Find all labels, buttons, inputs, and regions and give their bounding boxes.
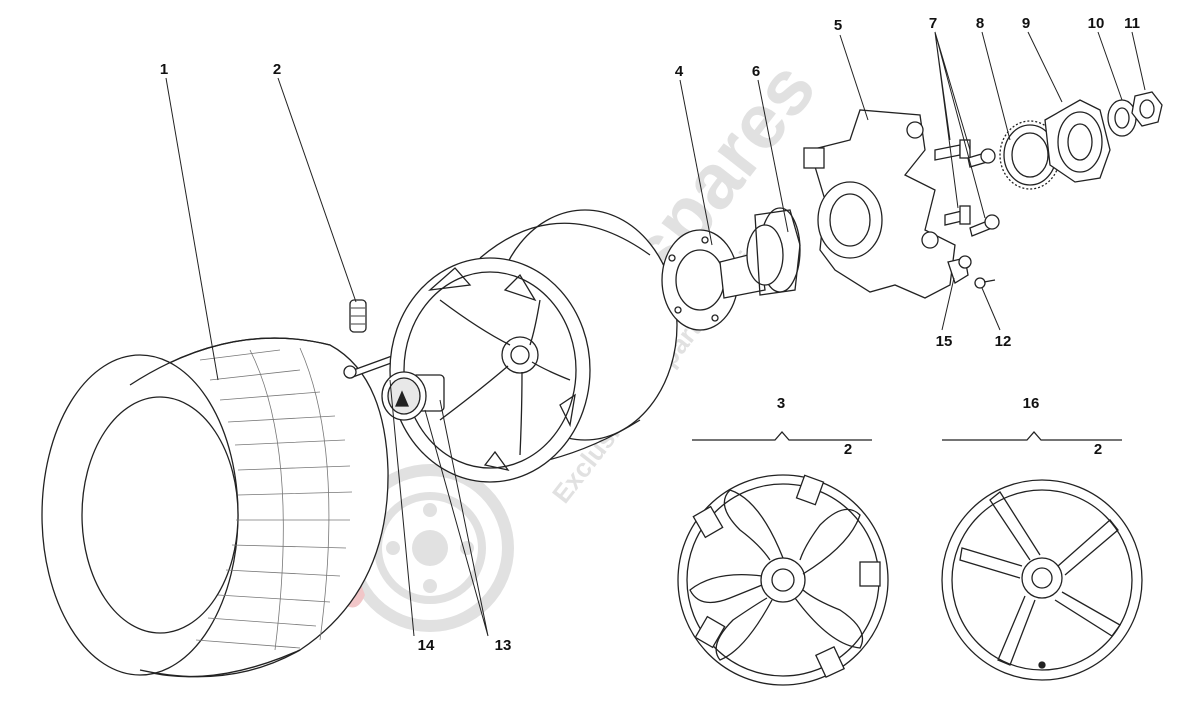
callout-15: 15 xyxy=(935,333,953,350)
part-hub-flange xyxy=(661,229,766,331)
part-upright xyxy=(803,109,956,299)
part-washer xyxy=(1107,99,1137,137)
part-tone-ring xyxy=(999,120,1061,190)
callout-8: 8 xyxy=(975,15,985,32)
callout-9: 9 xyxy=(1021,15,1031,32)
callout-2-variant-16: 2 xyxy=(1093,441,1103,458)
wheel-variant-16 xyxy=(941,431,1143,681)
callout-12: 12 xyxy=(994,333,1012,350)
wheel-variant-3 xyxy=(677,431,889,686)
part-wheel-rim xyxy=(389,209,678,483)
callout-11: 11 xyxy=(1124,15,1140,32)
callout-1: 1 xyxy=(159,61,169,78)
part-bolts xyxy=(934,139,1000,237)
part-tyre xyxy=(41,337,389,678)
callout-5: 5 xyxy=(833,17,843,34)
leader-lines xyxy=(165,31,1146,637)
callout-16: 16 xyxy=(1022,395,1040,412)
part-wheel-bolt xyxy=(343,299,395,379)
callout-13: 13 xyxy=(494,637,512,654)
callout-14: 14 xyxy=(417,637,435,654)
callout-2: 2 xyxy=(272,61,282,78)
part-speed-sensor xyxy=(947,255,972,284)
callout-2-variant-3: 2 xyxy=(843,441,853,458)
callout-10: 10 xyxy=(1087,15,1105,32)
part-nut xyxy=(1131,91,1163,127)
part-bearing-housing xyxy=(1044,99,1111,183)
callout-4: 4 xyxy=(674,63,684,80)
callout-3: 3 xyxy=(776,395,786,412)
part-sensor-screw xyxy=(974,277,996,289)
callout-7: 7 xyxy=(928,15,938,32)
callout-6: 6 xyxy=(751,63,761,80)
